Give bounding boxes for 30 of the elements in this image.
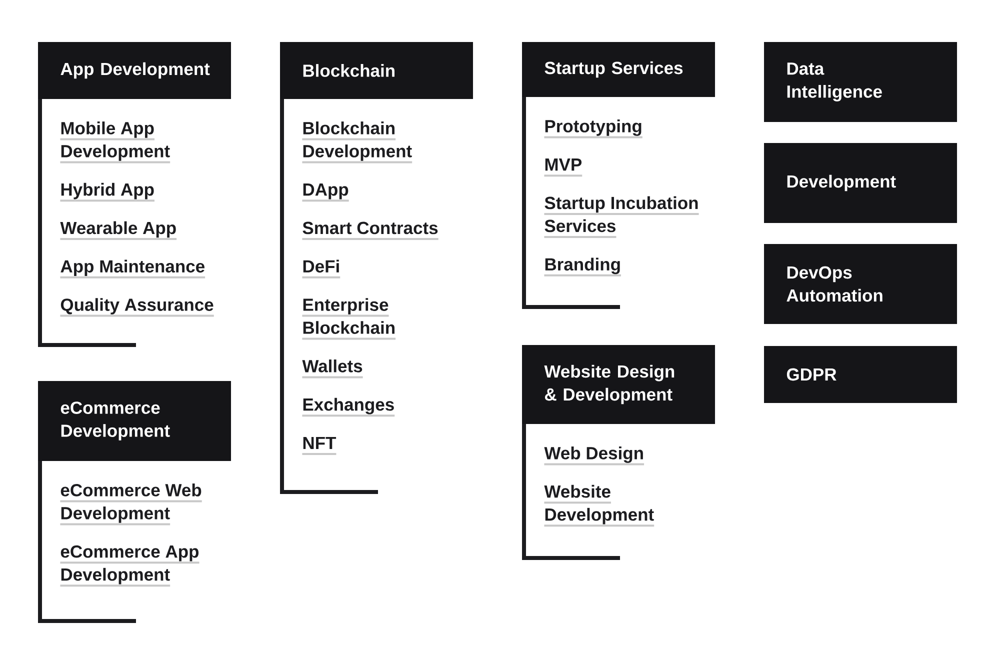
service-link: Mobile App Development (60, 122, 170, 164)
service-link: Blockchain Development (302, 122, 412, 164)
service-link: eCommerce Web Development (60, 484, 202, 526)
service-link: Quality Assurance (60, 298, 214, 317)
service-link: Enterprise Blockchain (302, 298, 396, 340)
service-link: Startup Incubation Services (544, 196, 699, 238)
service-link: Wearable App (60, 221, 177, 240)
service-link: DeFi (302, 260, 340, 278)
service-link: Web Design (544, 446, 644, 466)
header-box: Development (764, 143, 958, 223)
header-box: Blockchain (280, 42, 473, 99)
service-link: Smart Contracts (302, 222, 438, 240)
header-box: App Development (38, 42, 231, 99)
service-link: MVP (544, 158, 582, 177)
service-link: Prototyping (544, 120, 642, 138)
header-box: eCommerce Development (38, 381, 231, 461)
service-link: Branding (544, 258, 621, 276)
service-link: NFT (302, 436, 336, 455)
header-box: DevOps Automation (764, 244, 958, 324)
header-box: Data Intelligence (764, 42, 958, 122)
service-link: App Maintenance (60, 260, 206, 278)
header-box: GDPR (764, 346, 958, 403)
header-box: Startup Services (522, 42, 716, 97)
header-box: Website Design & Development (522, 345, 716, 424)
service-link: DApp (302, 184, 349, 202)
service-link: Hybrid App (60, 182, 154, 202)
service-link: Exchanges (302, 398, 395, 417)
service-link: eCommerce App Development (60, 545, 200, 587)
service-link: Website Development (544, 484, 654, 527)
service-link: Wallets (302, 360, 363, 378)
